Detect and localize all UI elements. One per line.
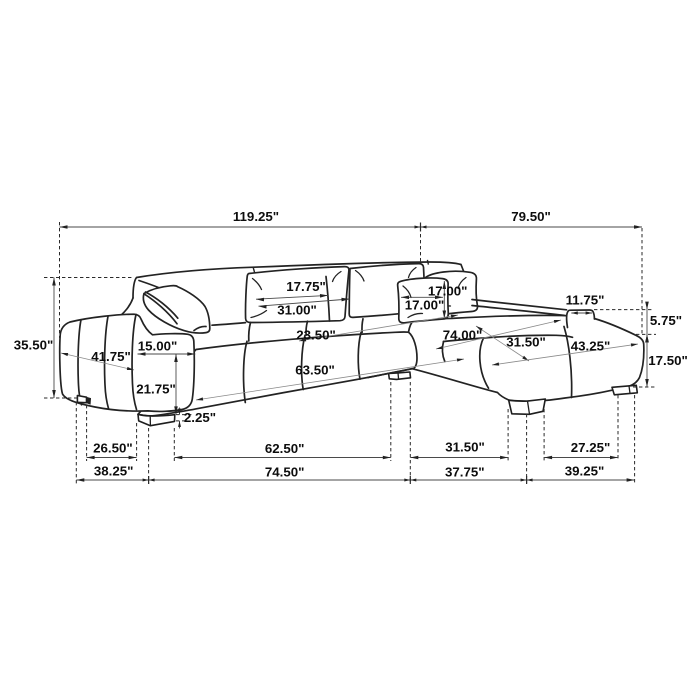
svg-text:37.75": 37.75" [445,465,485,480]
svg-text:41.75": 41.75" [91,349,131,364]
svg-text:43.25": 43.25" [571,339,611,354]
svg-text:5.75": 5.75" [650,313,682,328]
svg-text:79.50": 79.50" [511,209,551,224]
svg-text:31.50": 31.50" [506,335,546,350]
svg-text:31.00": 31.00" [277,303,317,318]
svg-text:21.75": 21.75" [136,382,176,397]
svg-text:35.50": 35.50" [14,338,54,353]
svg-text:74.00": 74.00" [443,328,483,343]
svg-text:26.50": 26.50" [93,441,133,456]
svg-text:31.50": 31.50" [445,440,485,455]
svg-text:63.50": 63.50" [295,363,335,378]
svg-text:17.50": 17.50" [648,353,688,368]
svg-text:39.25": 39.25" [565,463,605,478]
svg-text:17.00": 17.00" [428,284,468,299]
svg-text:119.25": 119.25" [233,209,279,224]
svg-text:74.50": 74.50" [265,464,305,479]
svg-text:27.25": 27.25" [571,440,611,455]
svg-text:38.25": 38.25" [94,463,134,478]
svg-text:62.50": 62.50" [265,441,305,456]
svg-text:15.00": 15.00" [138,339,178,354]
svg-text:2.25": 2.25" [184,410,216,425]
svg-text:23.50": 23.50" [296,328,336,343]
svg-text:17.75": 17.75" [286,279,326,294]
svg-text:17.00": 17.00" [405,298,445,313]
svg-text:11.75": 11.75" [566,293,605,308]
